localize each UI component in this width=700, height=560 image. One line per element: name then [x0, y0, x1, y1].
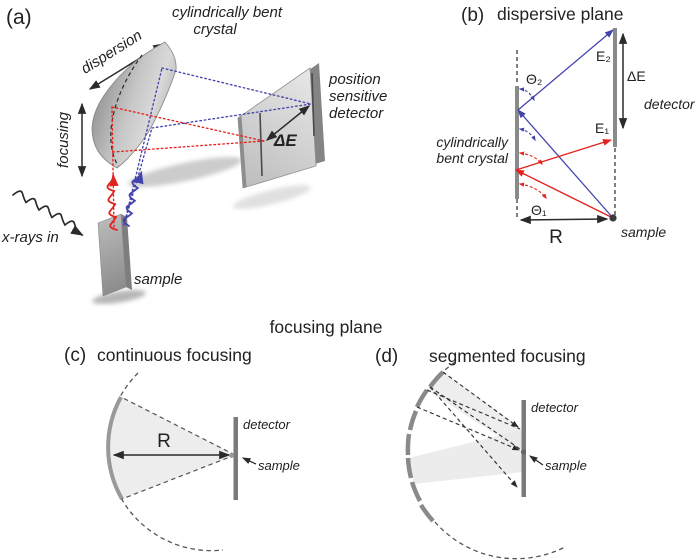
panel-c: (c) continuous focusing R detector sampl… — [64, 345, 300, 552]
focusing-plane-header: focusing plane — [270, 317, 383, 337]
sample-dot-d — [520, 449, 527, 455]
panel-c-label: (c) — [64, 345, 86, 366]
segment-ray-3 — [426, 389, 521, 430]
wedge-upper-ray — [120, 396, 236, 456]
panel-b-title: dispersive plane — [497, 4, 623, 24]
xrays-in-wavy-arrow — [12, 190, 84, 236]
detector-shadow — [233, 185, 311, 209]
detector-caption-line1: position — [328, 71, 381, 88]
crystal-segment-4 — [405, 433, 412, 456]
e1-label: E₁ — [595, 120, 609, 136]
panel-b: (b) dispersive plane Θ₂ Θ₁ E₂ E₁ ΔE dete… — [436, 4, 696, 248]
sample-label-b: sample — [621, 224, 666, 240]
crystal-segment-3 — [407, 410, 419, 431]
detector-label-c: detector — [243, 417, 291, 432]
detector-bar-d — [521, 400, 526, 497]
crystal-curvature-dashed-line — [110, 54, 143, 167]
sample-pointer-arrow-d — [529, 455, 544, 466]
crystal-shadow — [128, 157, 242, 187]
panel-c-title: continuous focusing — [97, 345, 252, 365]
detector-caption-line2: sensitive — [329, 88, 387, 105]
crystal-segment-6 — [409, 481, 422, 503]
radius-arrow-b — [519, 214, 609, 225]
red-ray-crystal-bottom-to-detector — [112, 140, 265, 153]
sample-shadow — [92, 290, 146, 304]
sample-slab-side-face — [121, 214, 132, 290]
crystal-segment-7 — [419, 503, 435, 523]
crystal-caption-b-line1: cylindrically — [436, 134, 509, 150]
segment-ray-1 — [442, 371, 519, 428]
sample-dot-b — [609, 214, 617, 222]
theta2-angle-arc-upper — [518, 87, 535, 102]
delta-e-arrow-a — [265, 105, 311, 141]
crystal-caption-line1: cylindrically bent — [172, 4, 283, 21]
detector-bar-b — [613, 28, 617, 147]
segment-ray-2 — [429, 386, 518, 488]
panel-d-title: segmented focusing — [429, 346, 586, 366]
theta2-label: Θ₂ — [526, 71, 542, 87]
crystal-bar-b — [515, 86, 519, 199]
detector-caption-line3: detector — [329, 105, 384, 122]
bent-crystal — [91, 41, 177, 169]
sample-label-a: sample — [134, 271, 182, 288]
blue-photon-wavy-arrow — [122, 170, 144, 227]
theta1-label: Θ₁ — [531, 202, 547, 218]
segment-ray-5 — [429, 386, 521, 450]
red-photon-wavy-arrow — [106, 173, 119, 231]
detector-mark-high-energy — [311, 72, 315, 137]
sample-label-c: sample — [258, 458, 300, 473]
sample-dot-c — [229, 453, 234, 458]
panel-d: (d) segmented focusing detector sample — [375, 346, 587, 560]
detector-bar-c — [233, 417, 238, 500]
theta2-angle-arc-lower — [518, 127, 536, 142]
focusing-label: focusing — [55, 111, 72, 168]
segment-beam-wide — [408, 430, 522, 484]
segment-beam-upper — [427, 372, 521, 451]
radius-label-c: R — [157, 431, 171, 452]
blue-ray-sample-to-crystal-top — [123, 67, 163, 226]
detector-label-d: detector — [531, 400, 579, 415]
detector-label-b: detector — [644, 96, 696, 112]
panel-a-label: (a) — [6, 6, 32, 29]
crystal-caption-b-line2: bent crystal — [436, 150, 508, 166]
radius-label-b: R — [549, 227, 563, 248]
continuous-crystal-arc — [106, 396, 124, 500]
red-ray-crystal-top-to-detector — [111, 106, 265, 142]
theta1-angle-arc-upper — [518, 151, 543, 166]
detector-mark-low-energy — [259, 112, 263, 177]
blue-ray-crystal-top-to-detector — [161, 67, 312, 105]
detector-slab-left-edge — [238, 116, 247, 188]
segment-ray-4 — [416, 406, 520, 451]
focused-beam-wedge — [108, 397, 235, 499]
sample-pointer-arrow-c — [242, 457, 257, 465]
sample-label-d: sample — [545, 458, 587, 473]
delta-e-label-b: ΔE — [627, 68, 646, 84]
delta-e-label-a: ΔE — [273, 131, 297, 150]
panel-b-label: (b) — [461, 5, 484, 26]
crystal-caption-line2: crystal — [193, 21, 237, 38]
wedge-lower-ray — [121, 454, 236, 500]
rowland-circle-dashed-d-bottom — [434, 521, 566, 560]
red-ray-sample-to-crystal-b — [514, 169, 614, 219]
e2-label: E₂ — [596, 48, 611, 64]
theta1-angle-arc-lower — [518, 182, 547, 200]
rowland-circle-dashed-d-top — [444, 361, 456, 371]
panel-d-label: (d) — [375, 346, 398, 367]
xrays-in-label: x-rays in — [1, 229, 59, 246]
sample-slab — [97, 213, 127, 297]
crystal-segment-5 — [405, 457, 414, 479]
